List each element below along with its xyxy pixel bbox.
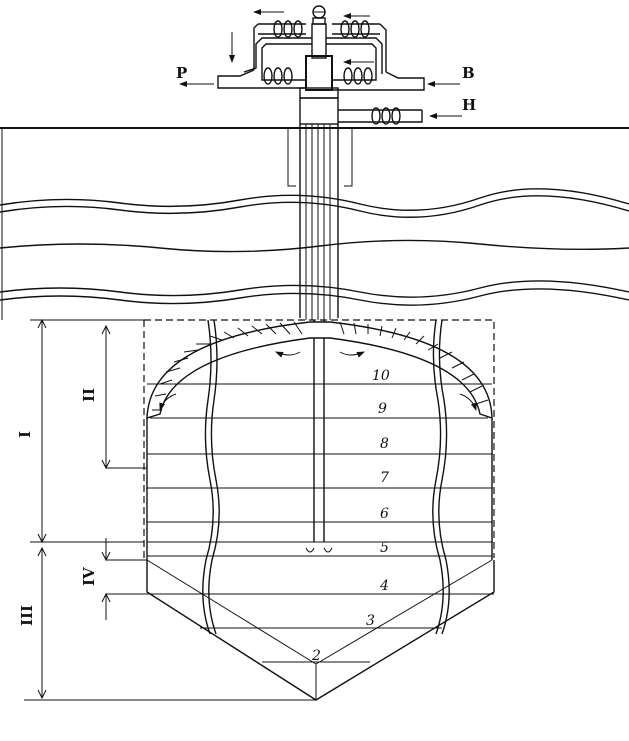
- wellhead-assembly: [179, 5, 462, 125]
- zone-label-ii: II: [80, 388, 98, 402]
- layer-5: 5: [380, 540, 389, 556]
- zone-label-iv: IV: [80, 567, 98, 586]
- zone-label-iii: III: [18, 605, 36, 626]
- cavern-body: [24, 319, 495, 701]
- layer-6: 6: [380, 506, 389, 522]
- layer-3: 3: [366, 613, 375, 629]
- well-tubing: [299, 124, 339, 553]
- layer-9: 9: [378, 401, 387, 417]
- ground-strata: [0, 127, 629, 320]
- dimension-markers: [30, 318, 147, 700]
- outlet-label-p: P: [176, 64, 187, 82]
- layer-4: 4: [379, 578, 389, 594]
- layer-numbers: 10 9 8 7 6 5 4 3 2: [311, 368, 390, 664]
- zone-label-i: I: [16, 431, 34, 438]
- inlet-label-h: H: [462, 96, 476, 114]
- layer-10: 10: [372, 368, 390, 384]
- layer-2: 2: [311, 648, 321, 664]
- layer-7: 7: [380, 470, 389, 486]
- inlet-label-b: B: [462, 64, 475, 82]
- layer-8: 8: [380, 436, 389, 452]
